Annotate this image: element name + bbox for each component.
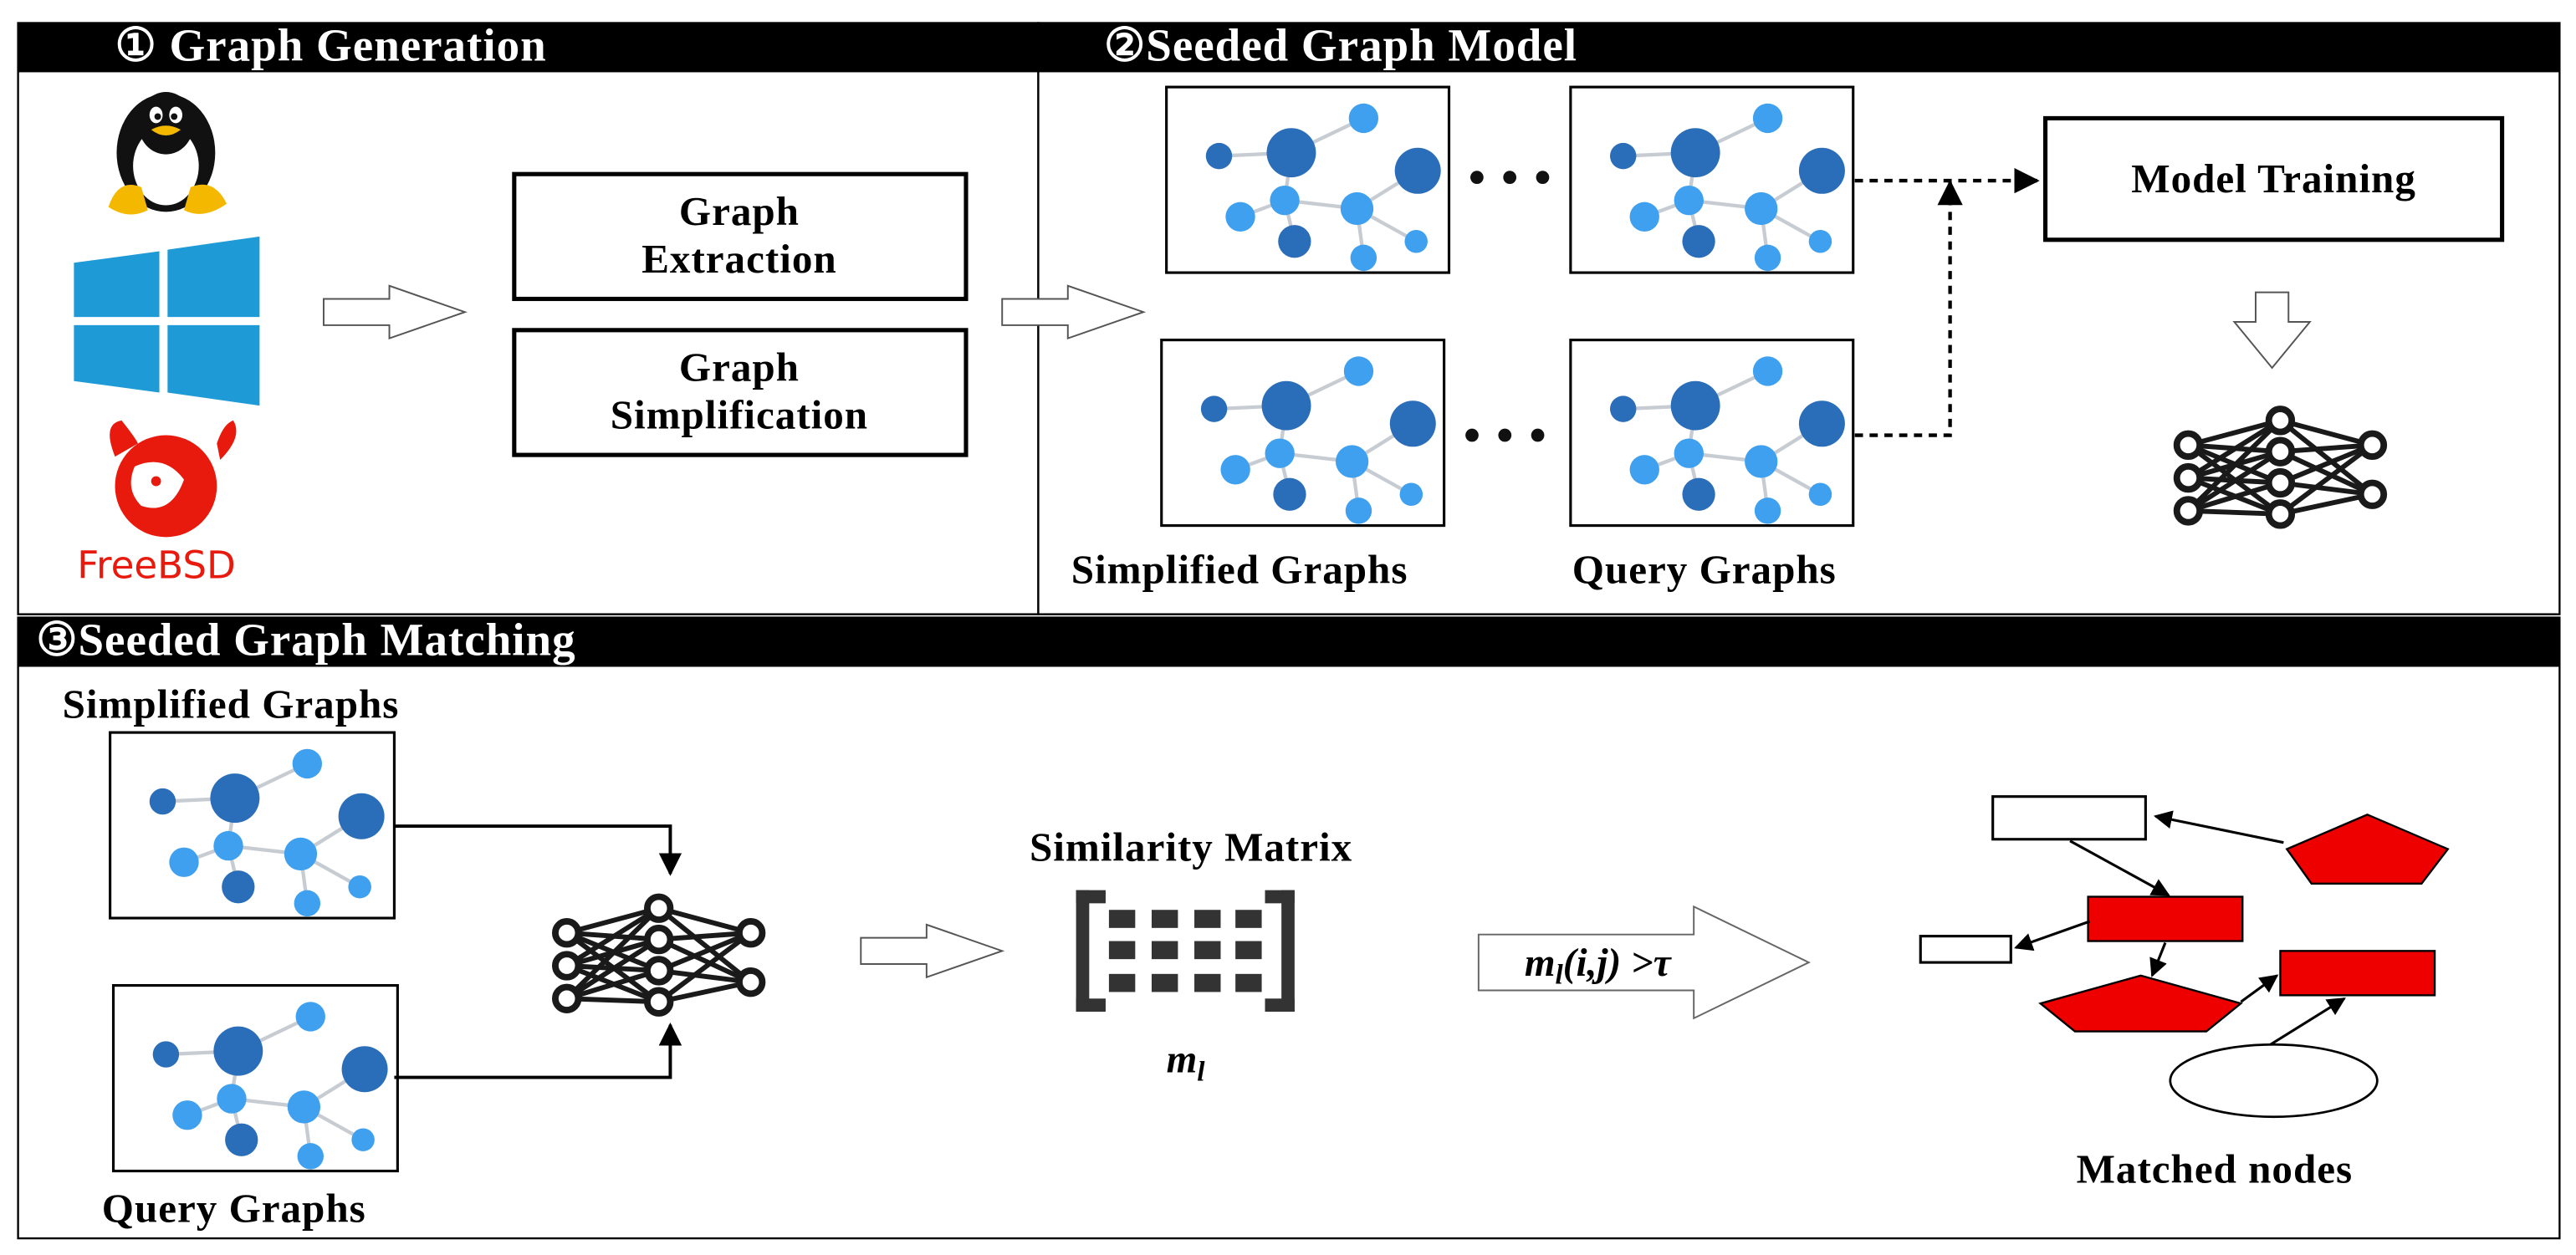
simplified-graph-thumbnail	[109, 731, 396, 920]
arrow-network-to-matrix	[860, 923, 1005, 979]
header-band-top	[18, 23, 2560, 73]
arrow-into-model	[1001, 284, 1147, 340]
graph-extraction-box	[512, 171, 969, 302]
linux-tux-icon	[108, 92, 227, 215]
query-graph-thumbnail	[1569, 85, 1855, 274]
matrix-symbol-subscript: l	[1197, 1057, 1205, 1088]
ellipsis-top	[1470, 171, 1550, 185]
model-training-box	[2042, 115, 2505, 242]
matrix-symbol-base: m	[1167, 1038, 1198, 1082]
section1-title: ① Graph Generation	[115, 20, 547, 71]
graph-extraction-line2: Extraction	[641, 236, 836, 282]
similarity-matrix-title: Similarity Matrix	[1030, 824, 1352, 870]
section2-graph-group	[1160, 85, 1855, 528]
ellipsis-bottom	[1465, 428, 1545, 442]
matched-nodes-graph	[1919, 795, 2450, 1119]
matrix-symbol: ml	[1167, 1038, 1206, 1088]
arrow-training-to-network	[2232, 291, 2312, 370]
section2-simplified-caption: Simplified Graphs	[1071, 546, 1408, 592]
dashed-arrow-query-to-training	[1854, 180, 1963, 437]
header-band-bottom	[18, 617, 2560, 667]
arrow-query-to-network	[394, 1022, 682, 1079]
matched-node-rect-right	[2279, 950, 2436, 997]
condition-arrow	[1477, 905, 1811, 1020]
arrow-simplified-to-network	[394, 824, 682, 876]
graph-simplification-line2: Simplification	[611, 392, 868, 438]
graph-simplification-line1: Graph	[679, 344, 800, 390]
graph-simplification-box	[512, 328, 969, 457]
section3-query-caption: Query Graphs	[102, 1185, 366, 1231]
freebsd-label: FreeBSD	[77, 543, 235, 587]
matched-node-pentagon-left	[2038, 974, 2243, 1033]
simplified-graph-thumbnail	[1165, 85, 1451, 274]
simplified-graph-thumbnail	[1160, 339, 1446, 528]
arrow-os-to-extraction	[322, 284, 468, 340]
threshold-condition: ml(i,j) >τ	[1525, 941, 1673, 991]
similarity-matrix-icon	[1076, 890, 1295, 1013]
freebsd-logo-icon	[110, 420, 237, 538]
graph-extraction-line1: Graph	[679, 188, 800, 234]
section3-graph-group	[109, 731, 399, 1173]
section2-title: ②Seeded Graph Model	[1104, 20, 1577, 71]
section3-simplified-caption: Simplified Graphs	[63, 681, 400, 727]
section3-title: ③Seeded Graph Matching	[36, 615, 575, 666]
unmatched-node-rect-small	[1919, 935, 2012, 964]
unmatched-node-rect-top	[1991, 795, 2147, 841]
matched-node-pentagon-right	[2285, 814, 2450, 885]
model-training-label: Model Training	[2131, 156, 2416, 202]
unmatched-node-ellipse	[2169, 1043, 2379, 1119]
condition-base: m	[1525, 941, 1556, 985]
query-graph-thumbnail	[1569, 339, 1855, 528]
matched-nodes-caption: Matched nodes	[2077, 1145, 2354, 1191]
condition-subscript: l	[1556, 960, 1564, 991]
query-graph-thumbnail	[111, 984, 399, 1173]
section2-query-caption: Query Graphs	[1572, 546, 1837, 592]
matched-node-rect-center	[2087, 895, 2244, 942]
windows-logo-icon	[74, 236, 260, 406]
condition-suffix: (i,j) >τ	[1563, 941, 1673, 985]
